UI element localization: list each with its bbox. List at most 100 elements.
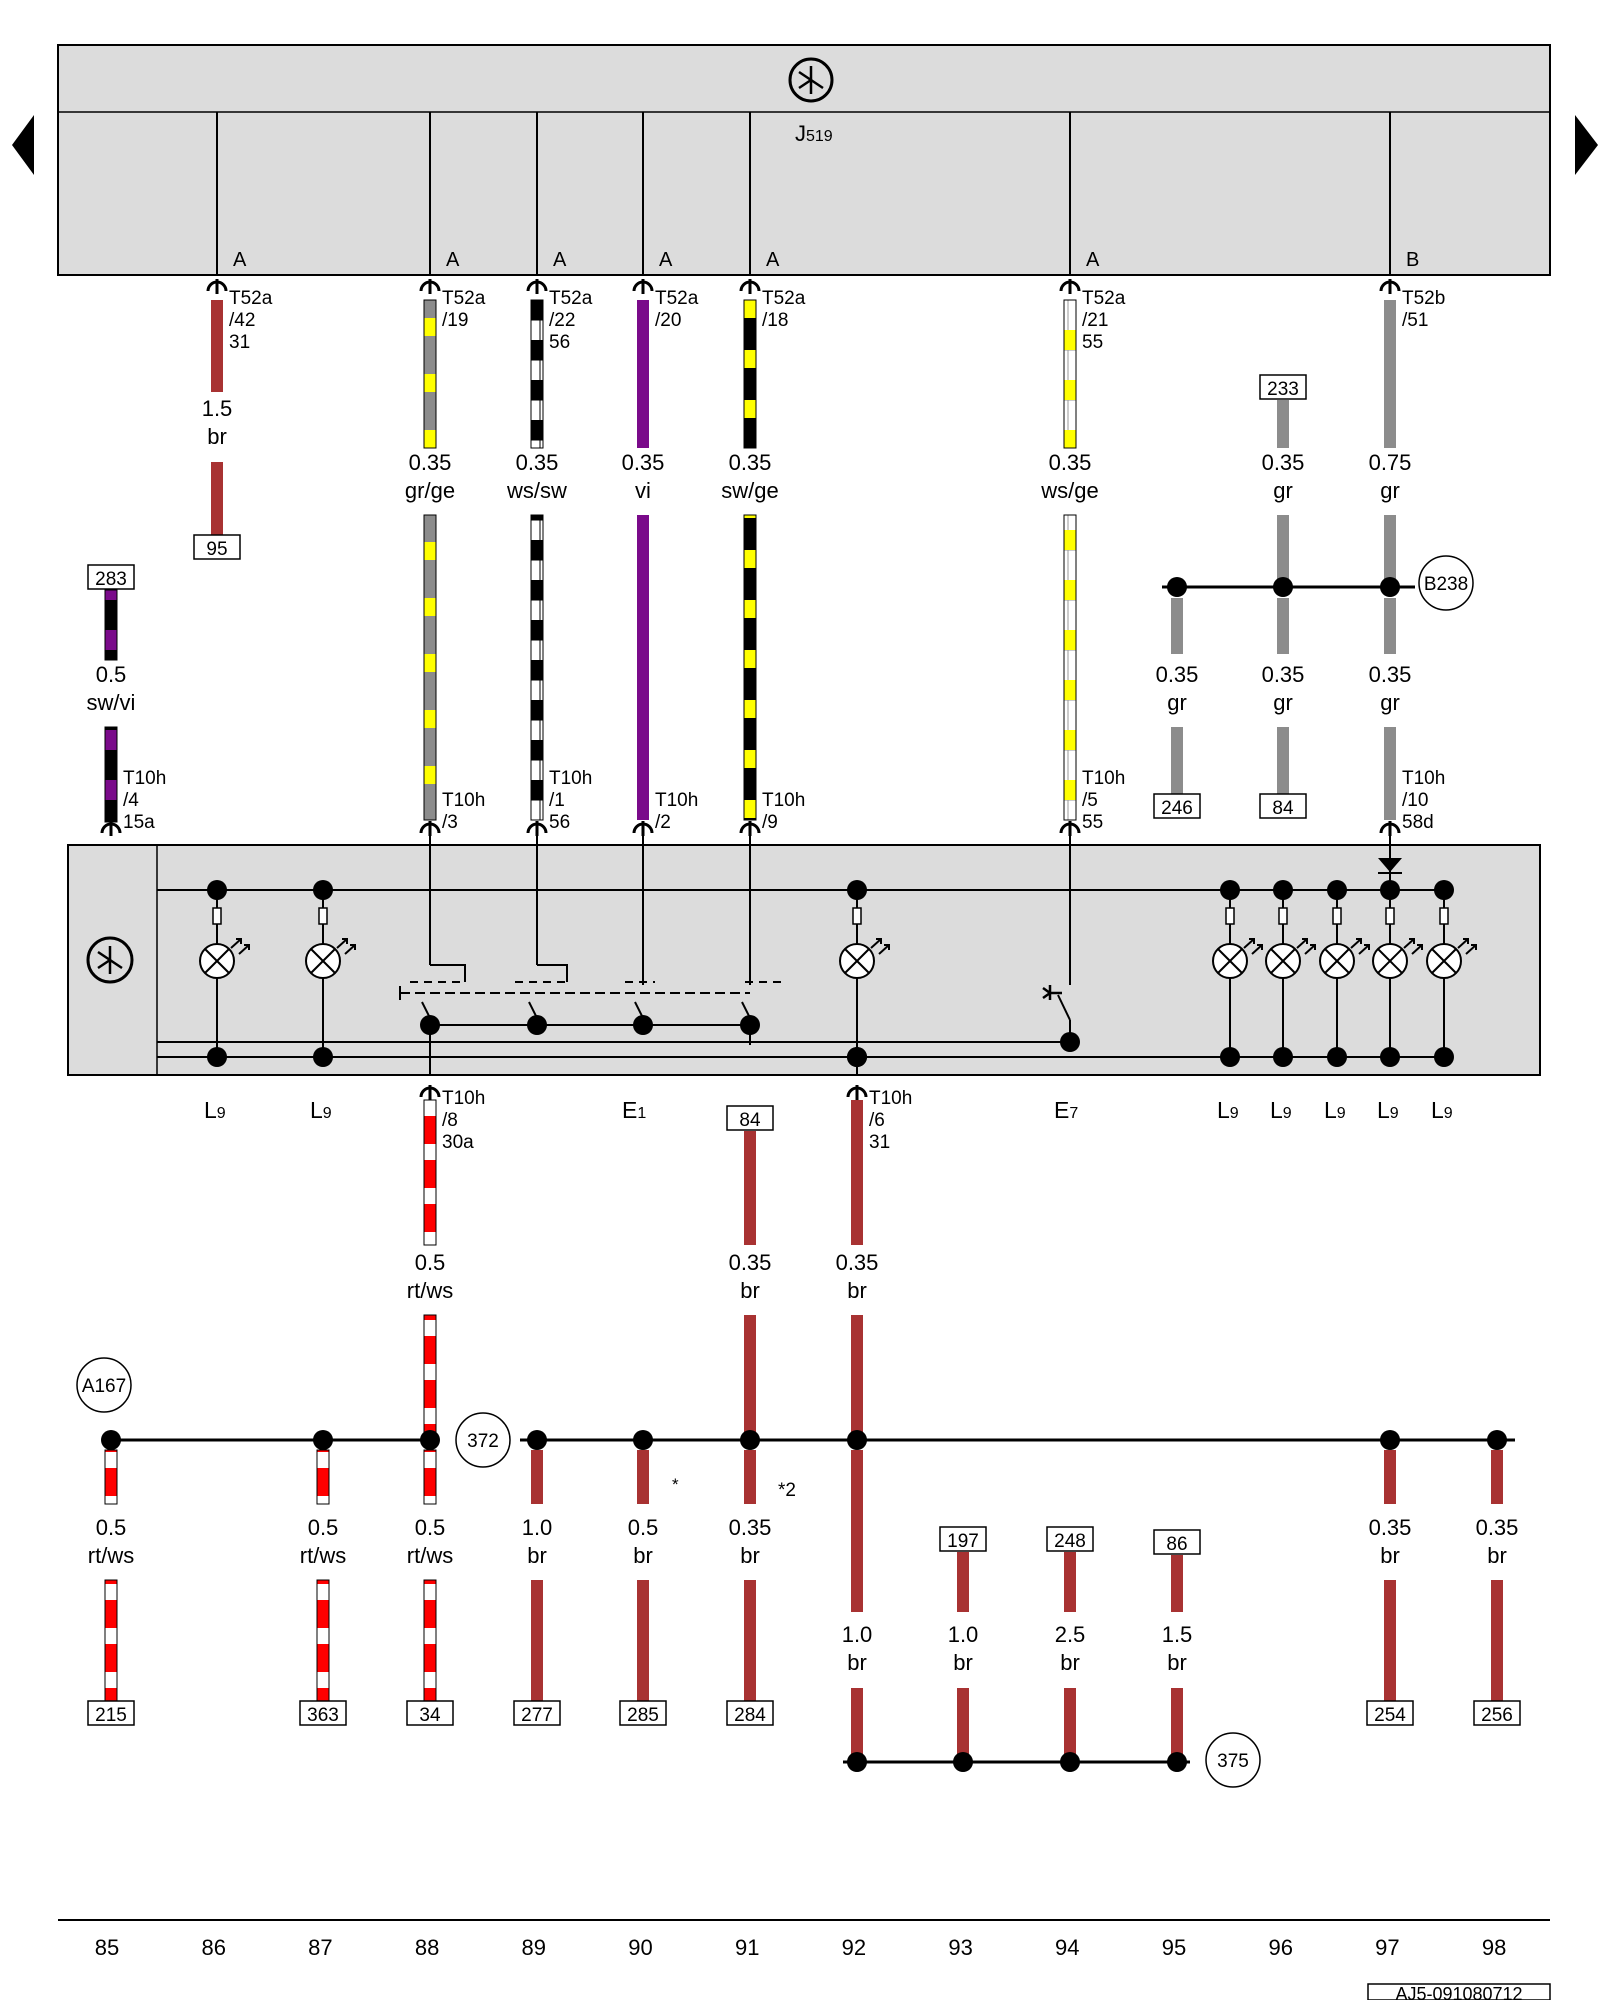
wire-97-label-size: 0.35 <box>1369 662 1412 687</box>
ref-215-wire-b <box>104 1579 118 1703</box>
lamp-cross <box>1270 948 1296 974</box>
ref-248-label-color: br <box>1060 1650 1080 1675</box>
component-label-l9: L9 <box>1324 1097 1346 1123</box>
ref-246-label-size: 0.35 <box>1156 662 1199 687</box>
ref-285-box <box>619 1700 667 1726</box>
wire-label-5-color: ws/ge <box>1040 478 1098 503</box>
ref-285-wire-a <box>637 1450 649 1504</box>
wire-upper-4 <box>743 299 757 449</box>
light-rays-icon <box>1296 938 1316 955</box>
ref-277-label-size: 1.0 <box>522 1515 553 1540</box>
top-connector-5-connector: T52a <box>1082 288 1126 309</box>
ground-node <box>847 1047 867 1067</box>
ref-283: 283 <box>95 569 127 590</box>
switch-connector-6-extra: 58d <box>1402 812 1434 833</box>
wire-label-97-upper-size: 0.75 <box>1369 450 1412 475</box>
ref-215: 215 <box>95 1705 127 1726</box>
track-number-93: 93 <box>948 1935 972 1960</box>
ref-256-wire-b <box>1491 1580 1503 1702</box>
ref-95: 95 <box>206 539 227 560</box>
wire-label-31-size: 0.35 <box>836 1250 879 1275</box>
wire-label-3-size: 0.35 <box>622 450 665 475</box>
ref-284-wire-b <box>744 1580 756 1702</box>
component-label-l9: L9 <box>1270 1097 1292 1123</box>
ref-86: 86 <box>1166 1534 1187 1555</box>
wire-label-97-upper-color: gr <box>1380 478 1400 503</box>
bus-node <box>740 1430 760 1450</box>
wire-label-283-color: sw/vi <box>87 690 136 715</box>
light-rays-icon <box>870 938 890 955</box>
electronics-symbol-icon <box>788 57 834 103</box>
top-connector-2-extra: 56 <box>549 332 570 353</box>
wire-lower-4 <box>743 514 757 821</box>
ref-215-box <box>87 1700 135 1726</box>
bus-node <box>953 1752 973 1772</box>
wire-label-84-size: 0.35 <box>729 1250 772 1275</box>
ref-84b: 84 <box>739 1110 761 1131</box>
pin-letter: A <box>233 249 247 271</box>
resistor-icon <box>318 907 328 925</box>
ref-248: 248 <box>1054 1531 1086 1552</box>
top-connector-4-contact: /18 <box>762 310 788 331</box>
ref-256-label-size: 0.35 <box>1476 1515 1519 1540</box>
wire-label-84-color: br <box>740 1278 760 1303</box>
component-label-l9: L9 <box>310 1097 332 1123</box>
ref-84a-wire-a <box>1277 598 1289 654</box>
ref-256-wire-a <box>1491 1450 1503 1504</box>
switch-connector-6-connector: T10h <box>869 1088 912 1109</box>
ref-284-wire-a <box>744 1450 756 1504</box>
junction-dot <box>1167 577 1187 597</box>
lower-wiring: T10h/830aT10h/6310.5rt/ws840.35br0.35brA… <box>76 1085 1521 1788</box>
component-label-e7: E7 <box>1054 1097 1078 1123</box>
previous-page-arrow-icon[interactable] <box>12 115 34 175</box>
control-unit-label: J519 <box>795 121 833 146</box>
ref-285-label-size: 0.5 <box>628 1515 659 1540</box>
wire-lower-3 <box>637 515 649 820</box>
wire-upper-2 <box>530 299 544 449</box>
lamp-ground-node <box>1434 1047 1454 1067</box>
ref-256-box <box>1473 1700 1521 1726</box>
wire-label-5-size: 0.35 <box>1049 450 1092 475</box>
light-rays-icon <box>230 938 250 955</box>
resistor-icon <box>1385 907 1395 925</box>
ref-277-wire-a <box>531 1450 543 1504</box>
track-number-87: 87 <box>308 1935 332 1960</box>
lamp-ground-node <box>1380 1047 1400 1067</box>
ref-363-label-size: 0.5 <box>308 1515 339 1540</box>
wire-lower-2 <box>530 514 544 821</box>
top-connector-1-contact: /19 <box>442 310 468 331</box>
junction-375-circle <box>1205 1732 1261 1788</box>
track-number-90: 90 <box>628 1935 652 1960</box>
switch-connector-6-contact: /10 <box>1402 790 1428 811</box>
ref-285: 285 <box>627 1705 659 1726</box>
track-number-89: 89 <box>522 1935 546 1960</box>
note-star: * <box>672 1475 679 1494</box>
ref-248-wire-b <box>1064 1688 1076 1762</box>
e7-node <box>1060 1032 1080 1052</box>
switch-connector-5-extra: 55 <box>1082 812 1103 833</box>
wire-label-31-color: br <box>847 1278 867 1303</box>
switch-electronics-symbol-icon <box>86 936 134 984</box>
ref-246-label-color: gr <box>1167 690 1187 715</box>
switch-connector-2-contact: /1 <box>549 790 565 811</box>
ref-256: 256 <box>1481 1705 1513 1726</box>
wire-label-1-size: 0.35 <box>409 450 452 475</box>
next-page-arrow-icon[interactable] <box>1575 115 1598 175</box>
top-connector-5-extra: 55 <box>1082 332 1103 353</box>
ref-197-box <box>939 1526 987 1552</box>
ref-254-wire-b <box>1384 1580 1396 1702</box>
switch-connector-2-connector: T10h <box>549 768 592 789</box>
switch-node <box>527 1015 547 1035</box>
light-rays-icon <box>1457 938 1477 955</box>
ref-197-label-size: 1.0 <box>948 1622 979 1647</box>
component-label-l9: L9 <box>1217 1097 1239 1123</box>
pushbutton-icon <box>1042 985 1062 1000</box>
ref-246: 246 <box>1161 798 1193 819</box>
switch-connector-8-connector: T10h <box>442 1088 485 1109</box>
ref-34: 34 <box>419 1705 441 1726</box>
resistor-icon <box>212 907 222 925</box>
component-label-l9: L9 <box>1377 1097 1399 1123</box>
lamp-cross <box>1431 948 1457 974</box>
component-label-l9: L9 <box>1431 1097 1453 1123</box>
